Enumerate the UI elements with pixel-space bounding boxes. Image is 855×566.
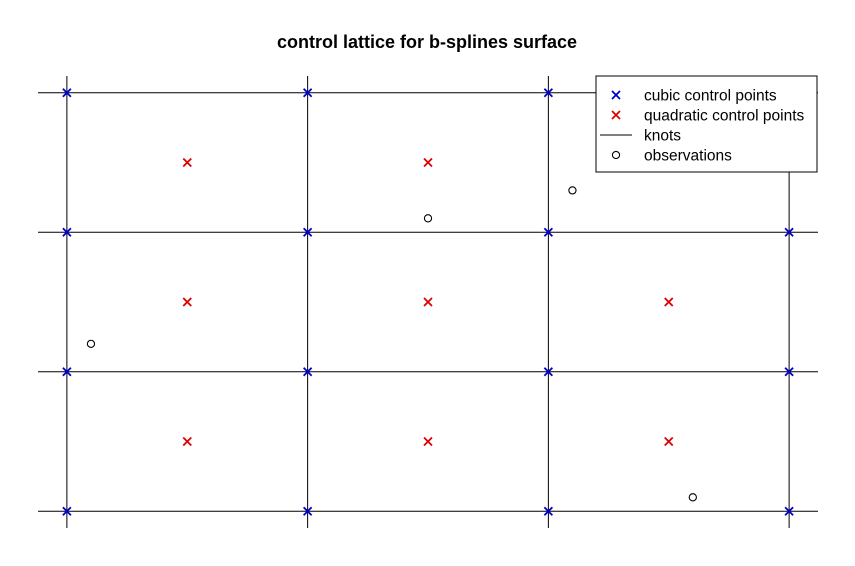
quadratic-control-points-point-2 xyxy=(182,297,192,307)
observations-point-1 xyxy=(568,186,577,195)
cubic-control-points-point-14 xyxy=(784,506,794,516)
observations-point-0 xyxy=(423,214,433,223)
cubic-control-points-point-9 xyxy=(543,367,554,377)
cubic-control-points-point-2 xyxy=(543,88,554,98)
legend-symbol-quadratic-control-points xyxy=(611,110,621,120)
cubic-control-points-point-11 xyxy=(62,506,72,516)
quadratic-control-points-point-6 xyxy=(423,436,433,447)
cubic-control-points-point-5 xyxy=(543,227,554,237)
cubic-control-points-point-1 xyxy=(302,88,313,98)
chart-marks xyxy=(62,88,794,516)
cubic-control-points-point-4 xyxy=(302,227,313,237)
cubic-control-points-point-13 xyxy=(543,506,554,516)
quadratic-control-points-point-1 xyxy=(423,157,433,168)
legend-label-cubic-control-points: cubic control points xyxy=(644,88,777,105)
cubic-control-points-point-10 xyxy=(784,367,794,377)
legend-symbol-cubic-control-points xyxy=(611,90,621,100)
cubic-control-points-point-7 xyxy=(62,367,72,377)
chart-title: control lattice for b-splines surface xyxy=(277,32,577,52)
cubic-control-points-point-12 xyxy=(302,506,313,516)
legend-box xyxy=(595,75,818,173)
cubic-control-points-point-6 xyxy=(784,227,794,237)
cubic-control-points-point-8 xyxy=(302,367,313,377)
quadratic-control-points-point-5 xyxy=(182,436,192,447)
legend-symbol-observations xyxy=(611,150,621,160)
quadratic-control-points-point-4 xyxy=(664,297,674,307)
legend-label-knots: knots xyxy=(644,128,681,145)
quadratic-control-points-point-3 xyxy=(423,297,433,307)
legend: cubic control points quadratic control po… xyxy=(595,75,818,173)
quadratic-control-points-point-0 xyxy=(182,157,192,168)
cubic-control-points-point-0 xyxy=(62,88,72,98)
observations-point-2 xyxy=(86,339,96,349)
legend-label-quadratic-control-points: quadratic control points xyxy=(644,108,805,125)
quadratic-control-points-point-7 xyxy=(664,436,674,447)
cubic-control-points-point-3 xyxy=(62,227,72,237)
legend-label-observations: observations xyxy=(644,148,732,165)
observations-point-3 xyxy=(688,493,697,502)
